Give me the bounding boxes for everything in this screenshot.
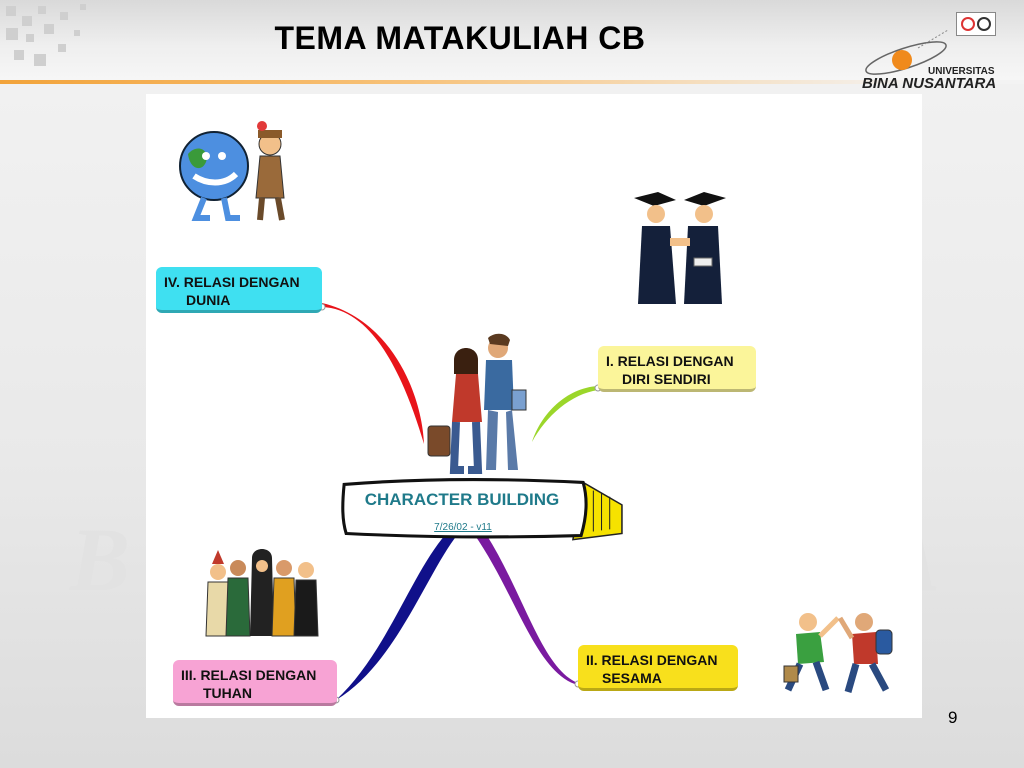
certification-badge-icon: [956, 12, 996, 36]
branch-label-line1: II. RELASI DENGAN: [586, 652, 718, 668]
logo-university-label: UNIVERSITAS: [928, 66, 995, 77]
decorative-pixels: [0, 0, 110, 80]
header-band: [0, 0, 1024, 84]
connector-tuhan: [336, 534, 458, 700]
connector-dunia: [322, 303, 424, 444]
header-rule: [0, 80, 1024, 84]
university-logo: [865, 29, 949, 75]
branch-label-line2: DIRI SENDIRI: [622, 371, 711, 387]
connector-diri: [532, 386, 598, 442]
branch-node-tuhan: III. RELASI DENGAN TUHAN: [173, 660, 337, 706]
logo-name: BINA NUSANTARA: [862, 75, 997, 92]
branch-label-line2: DUNIA: [186, 292, 231, 308]
diverse-people-icon: [205, 549, 319, 637]
branch-node-diri-sendiri: I. RELASI DENGAN DIRI SENDIRI: [598, 346, 756, 392]
central-node-title: CHARACTER BUILDING: [364, 490, 560, 509]
branch-label-line2: TUHAN: [203, 685, 252, 701]
connector-sesama: [474, 534, 578, 685]
students-couple-icon: [427, 333, 527, 474]
mindmap-canvas: CHARACTER BUILDING 7/26/02 - v11 I. RELA…: [146, 94, 922, 718]
central-node-subtitle: 7/26/02 - v11: [434, 522, 492, 533]
branch-node-dunia: IV. RELASI DENGAN DUNIA: [156, 267, 322, 313]
page-number: 9: [948, 708, 958, 727]
branch-label-line2: SESAMA: [602, 670, 662, 686]
svg-text:B: B: [69, 511, 130, 610]
branch-label-line1: I. RELASI DENGAN: [606, 353, 734, 369]
central-node: [341, 478, 623, 541]
branch-node-sesama: II. RELASI DENGAN SESAMA: [578, 645, 738, 691]
globe-character-icon: [179, 121, 285, 221]
graduates-icon: [634, 192, 726, 304]
friends-greeting-icon: [783, 613, 893, 693]
slide-title: TEMA MATAKULIAH CB: [274, 20, 646, 56]
branch-label-line1: III. RELASI DENGAN: [181, 667, 317, 683]
branch-label-line1: IV. RELASI DENGAN: [164, 274, 300, 290]
